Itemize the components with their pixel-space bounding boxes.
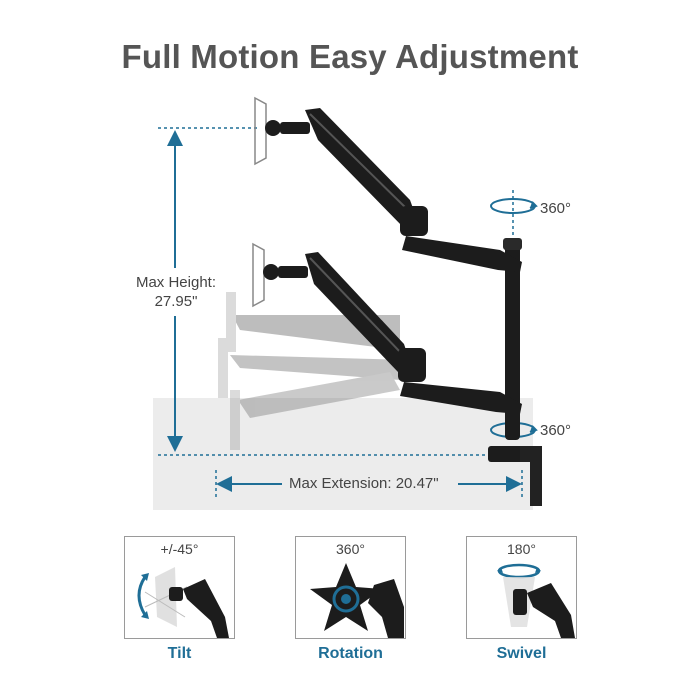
rotate-arrow-top-icon (490, 198, 538, 214)
tilt-inset: +/-45° (124, 536, 235, 639)
mounting-pole (488, 238, 542, 506)
tilt-angle-label: +/-45° (160, 541, 199, 557)
rotation-caption: Rotation (318, 645, 383, 662)
tilt-diagram (137, 567, 229, 638)
max-extension-label: Max Extension: 20.47" (285, 474, 443, 493)
rotation-inset: 360° (295, 536, 406, 639)
swivel-caption: Swivel (496, 645, 547, 662)
rotation-angle-label: 360° (336, 541, 365, 557)
pole-rotation-bottom-label: 360° (540, 422, 572, 439)
swivel-angle-label: 180° (507, 541, 536, 557)
tilt-caption: Tilt (167, 645, 192, 662)
lower-arm (252, 242, 522, 414)
upper-arm-raised (254, 96, 522, 272)
tilt-ghost-positions (218, 292, 410, 450)
max-height-value: 27.95" (154, 293, 198, 310)
rotation-diagram (310, 563, 404, 638)
pole-rotation-top-label: 360° (540, 200, 572, 217)
swivel-diagram (497, 563, 575, 638)
page-title: Full Motion Easy Adjustment (121, 38, 579, 75)
swivel-inset: 180° (466, 536, 577, 639)
max-height-caption: Max Height: (135, 274, 217, 291)
max-height-label: Max Height: 27.95" (126, 273, 226, 311)
